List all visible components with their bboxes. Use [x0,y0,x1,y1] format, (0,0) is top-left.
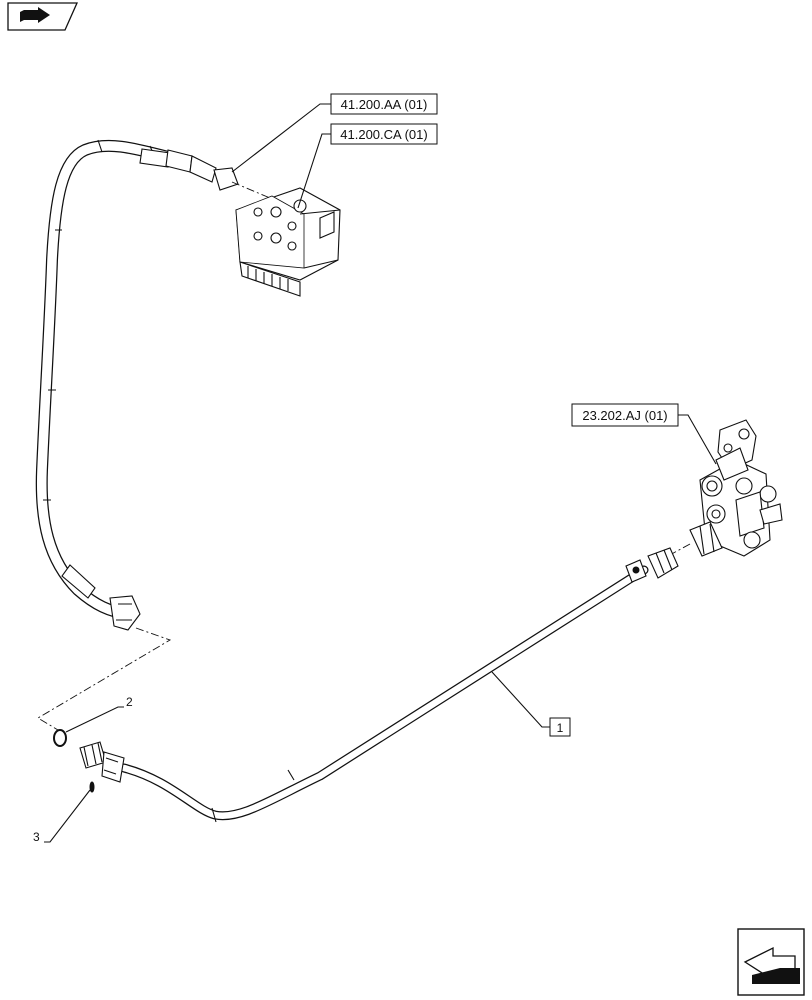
callout-item-2[interactable]: 2 [65,695,133,733]
reference-label: 41.200.AA (01) [341,97,428,112]
reference-label: 41.200.CA (01) [340,127,427,142]
callout-label: 1 [557,721,564,735]
book-arrow-icon[interactable] [7,2,79,31]
reference-23-202-aj[interactable]: 23.202.AJ (01) [571,403,717,465]
callout-item-1[interactable]: 1 [491,671,571,737]
rigid-tube [79,547,679,823]
callout-label: 2 [126,695,133,709]
reference-41-200-ca[interactable]: 41.200.CA (01) [297,123,438,209]
o-ring [53,729,67,747]
flexible-hose [35,139,239,631]
control-valve-assembly [689,419,783,557]
connection-line [37,627,172,731]
center-line [231,181,271,199]
next-page-arrow-icon[interactable] [737,928,805,996]
callout-item-3[interactable]: 3 [33,789,91,844]
reference-41-200-aa[interactable]: 41.200.AA (01) [231,93,438,173]
steering-valve-block [235,187,341,297]
reference-label: 23.202.AJ (01) [582,408,667,423]
seal [89,781,95,793]
callout-label: 3 [33,830,40,844]
